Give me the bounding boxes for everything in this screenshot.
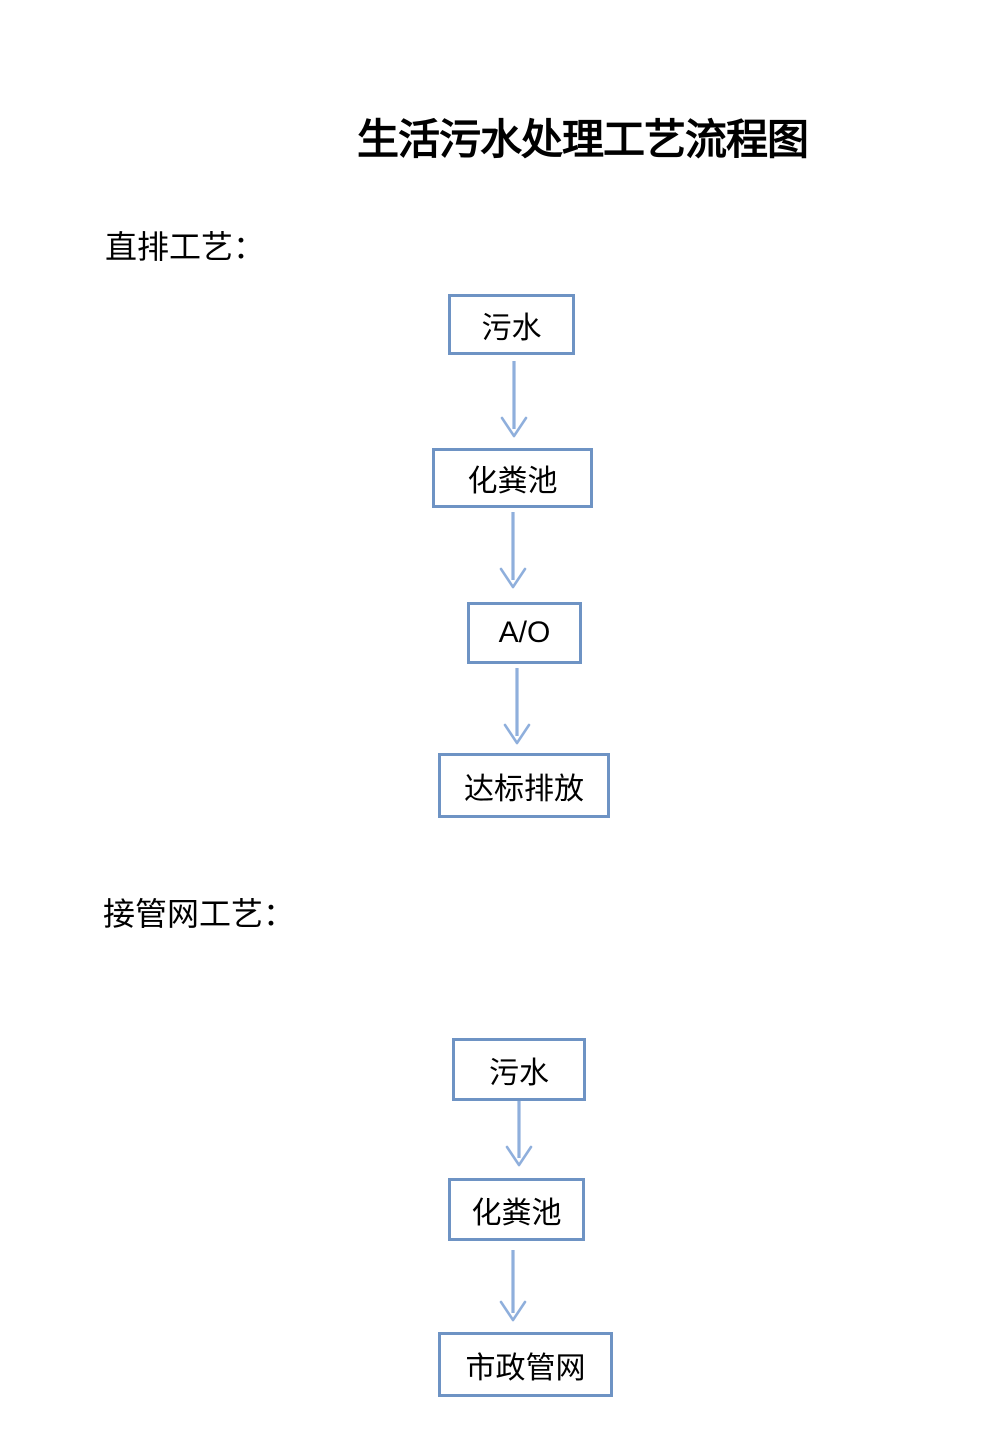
down-arrow-icon — [500, 361, 528, 438]
section-heading-direct-discharge: 直排工艺： — [105, 229, 266, 265]
flow-node-septic-tank-2: 化粪池 — [448, 1178, 585, 1241]
flow-node-sewage-2: 污水 — [452, 1038, 586, 1101]
down-arrow-icon — [505, 1101, 533, 1167]
flow-node-ao-process: A/O — [467, 602, 582, 664]
page-title: 生活污水处理工艺流程图 — [357, 116, 809, 163]
flow-node-standard-discharge: 达标排放 — [438, 753, 610, 818]
down-arrow-icon — [503, 668, 531, 745]
flow-node-septic-tank: 化粪池 — [432, 448, 593, 508]
down-arrow-icon — [499, 1250, 527, 1322]
section-heading-pipe-network: 接管网工艺： — [103, 896, 296, 932]
flow-node-municipal-pipe-network: 市政管网 — [438, 1332, 613, 1397]
down-arrow-icon — [499, 512, 527, 589]
flow-node-sewage: 污水 — [448, 294, 575, 355]
